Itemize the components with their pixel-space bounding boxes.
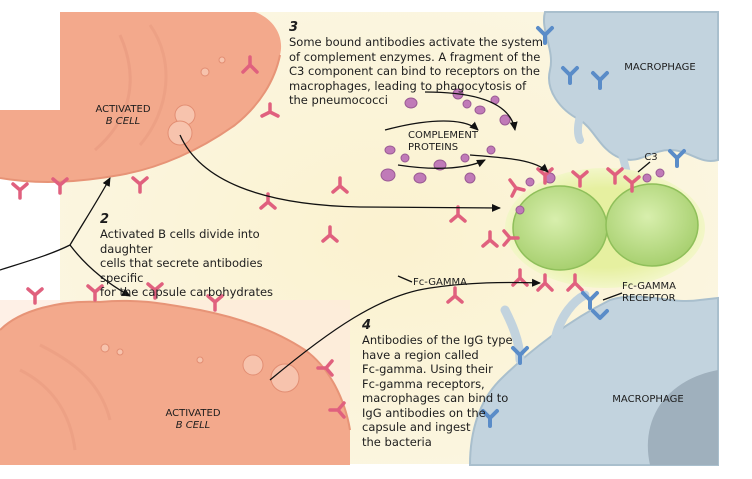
antibodies	[11, 55, 641, 419]
label-fc-gamma-receptor: Fc-GAMMA RECEPTOR	[622, 281, 687, 305]
step-3-line-2: of complement enzymes. A fragment of the	[289, 49, 541, 64]
step-3-line-3: C3 component can bind to receptors on th…	[289, 64, 540, 78]
step-3-line-4: macrophages, leading to phagocytosis of	[289, 78, 527, 93]
label-activated-b-cell-top-line-2: B CELL	[105, 116, 141, 127]
step-4-line-6: IgG antibodies on the	[362, 405, 486, 420]
label-complement-proteins: COMPLEMENT PROTEINS	[408, 130, 488, 154]
label-activated-b-cell-top: ACTIVATED B CELL	[78, 104, 168, 128]
step-2-number: 2	[100, 212, 110, 227]
step-3-line-1: Some bound antibodies activate the syste…	[289, 35, 543, 49]
arrow-complement-3	[397, 159, 486, 169]
arrow-from-left	[0, 244, 71, 271]
label-fc-gamma-receptor-line-2: RECEPTOR	[622, 293, 676, 304]
complement-proteins	[380, 88, 665, 215]
label-complement-proteins-line-1: COMPLEMENT	[408, 130, 478, 141]
step-4-line-3: Fc-gamma. Using their	[362, 362, 493, 376]
macrophage-bottom	[468, 290, 719, 466]
c3-pointer	[637, 161, 651, 173]
arrows	[0, 91, 651, 381]
step-4-line-2: have a region called	[362, 347, 479, 362]
label-macrophage-bottom: MACROPHAGE	[612, 394, 684, 405]
label-activated-b-cell-bottom: ACTIVATED B CELL	[148, 408, 238, 432]
b-cell-top	[0, 12, 282, 183]
arrow-complement-4	[469, 154, 549, 173]
step-4-line-7: capsule and ingest	[362, 420, 471, 434]
arrow-antibody-to-bacterium	[179, 134, 501, 212]
step-3-text: 3 Some bound antibodies activate the sys…	[289, 20, 544, 108]
step-4-line-8: the bacteria	[362, 434, 432, 449]
step-2-line-3: for the capsule carbohydrates	[100, 285, 274, 299]
label-fc-gamma-receptor-line-1: Fc-GAMMA	[622, 281, 676, 292]
step-2-text: 2 Activated B cells divide into daughter…	[100, 212, 305, 300]
step-4-line-1: Antibodies of the IgG type	[362, 333, 513, 347]
arrow-to-b-cell-bottom	[69, 244, 131, 297]
arrow-complement-1	[384, 120, 479, 131]
label-activated-b-cell-top-line-1: ACTIVATED	[95, 104, 151, 115]
step-2-line-1: Activated B cells divide into daughter	[100, 227, 260, 256]
step-4-text: 4 Antibodies of the IgG type have a regi…	[362, 318, 527, 449]
label-c3: C3	[644, 152, 658, 163]
pneumococcus-bacterium	[505, 168, 705, 288]
step-4-line-5: macrophages can bind to	[362, 391, 509, 405]
label-fc-gamma: Fc-GAMMA	[413, 277, 467, 288]
label-activated-b-cell-bottom-line-2: B CELL	[175, 420, 211, 431]
label-activated-b-cell-bottom-line-1: ACTIVATED	[165, 408, 221, 419]
step-3-number: 3	[289, 20, 299, 35]
step-4-line-4: Fc-gamma receptors,	[362, 376, 485, 391]
step-4-number: 4	[362, 318, 372, 333]
fc-gamma-pointer	[397, 275, 413, 283]
label-macrophage-top: MACROPHAGE	[624, 62, 696, 73]
arrow-to-b-cell-top	[69, 177, 111, 246]
label-complement-proteins-line-2: PROTEINS	[408, 142, 459, 153]
macrophage-receptors	[481, 26, 686, 428]
step-3-line-5: the pneumococci	[289, 93, 388, 107]
step-2-line-2: cells that secrete antibodies specific	[100, 256, 263, 285]
b-cell-bottom	[0, 299, 351, 465]
fc-gamma-receptor-pointer	[602, 292, 623, 301]
arrow-complement-2	[424, 91, 518, 131]
arrow-fc-gamma	[269, 278, 541, 381]
